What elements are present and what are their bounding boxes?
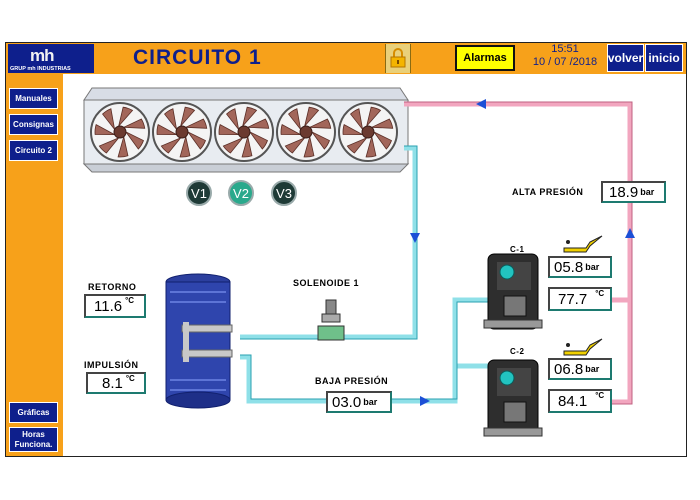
lock-icon — [390, 48, 406, 68]
valve-v1-button[interactable]: V1 — [186, 180, 212, 206]
screen-frame — [5, 42, 687, 457]
alarms-button[interactable]: Alarmas — [455, 45, 515, 71]
low-pressure-unit: bar — [363, 397, 378, 407]
c2-temp-number: 84.1 — [558, 392, 588, 410]
clock-date: 10 / 07 /2018 — [532, 56, 598, 68]
compressor-c1-label: C-1 — [510, 245, 525, 254]
low-pressure-label: BAJA PRESIÓN — [315, 376, 389, 386]
low-pressure-value: 03.0 bar — [326, 391, 392, 413]
sidebar-item-consignas[interactable]: Consignas — [9, 114, 58, 135]
arrow-icon — [625, 228, 635, 238]
high-pressure-number: 18.9 — [609, 183, 639, 201]
compressor-c2 — [483, 359, 543, 437]
supply-temp-number: 8.1 — [102, 374, 123, 392]
fan-row — [90, 102, 398, 162]
high-pressure-unit: bar — [640, 187, 655, 197]
clock-time: 15:51 — [551, 43, 579, 55]
c2-temp-unit: °C — [595, 391, 605, 400]
solenoid-valve — [317, 299, 345, 341]
return-temp-number: 11.6 — [94, 297, 123, 315]
valve-v2-button[interactable]: V2 — [228, 180, 254, 206]
sidebar-item-horas-funcionamiento[interactable]: Horas Funciona. — [9, 427, 58, 452]
datetime: 15:51 10 / 07 /2018 — [527, 43, 603, 69]
sidebar-item-circuito-2[interactable]: Circuito 2 — [9, 140, 58, 161]
supply-temp-label: IMPULSIÓN — [84, 360, 139, 370]
c1-oil-pressure-value: 05.8 bar — [548, 256, 612, 278]
top-bar — [6, 43, 686, 74]
c1-oil-pressure-number: 05.8 — [554, 258, 584, 276]
c2-oil-pressure-number: 06.8 — [554, 360, 584, 378]
home-button[interactable]: inicio — [645, 44, 683, 72]
fan-icon — [338, 102, 398, 162]
return-temp-unit: °C — [125, 296, 135, 305]
lock-button[interactable] — [385, 44, 411, 73]
c1-temp-number: 77.7 — [558, 290, 588, 308]
high-pressure-value: 18.9 bar — [601, 181, 666, 203]
page-title: CIRCUITO 1 — [133, 46, 262, 69]
arrow-icon — [410, 233, 420, 243]
compressor-c1 — [483, 253, 543, 330]
logo-mark: mh — [30, 46, 54, 65]
fan-icon — [152, 102, 212, 162]
compressor-c2-label: C-2 — [510, 347, 525, 356]
high-pressure-label: ALTA PRESIÓN — [512, 187, 584, 197]
arrow-icon — [420, 396, 430, 406]
arrow-icon — [476, 99, 486, 109]
low-pressure-number: 03.0 — [332, 393, 362, 411]
sidebar — [6, 74, 63, 456]
fan-icon — [276, 102, 336, 162]
c2-oil-pressure-value: 06.8 bar — [548, 358, 612, 380]
supply-temp-unit: °C — [125, 374, 135, 383]
high-pressure-pipe-edges — [404, 101, 633, 405]
return-temp-value: 11.6 °C — [84, 294, 146, 318]
fan-icon — [214, 102, 274, 162]
sidebar-item-graficas[interactable]: Gráficas — [9, 402, 58, 423]
company-logo: mh GRUP mh INDUSTRIAS — [8, 44, 94, 73]
c1-temp-value: 77.7 °C — [548, 287, 612, 311]
return-temp-label: RETORNO — [88, 282, 137, 292]
oil-can-icon — [563, 235, 603, 253]
high-pressure-pipes — [404, 101, 633, 405]
c2-oil-pressure-unit: bar — [585, 364, 600, 374]
fan-icon — [90, 102, 150, 162]
supply-temp-value: 8.1 °C — [86, 372, 146, 394]
logo-text: GRUP mh INDUSTRIAS — [10, 66, 71, 72]
c1-oil-pressure-unit: bar — [585, 262, 600, 272]
c2-temp-value: 84.1 °C — [548, 389, 612, 413]
back-button[interactable]: volver — [607, 44, 644, 72]
sidebar-item-manuales[interactable]: Manuales — [9, 88, 58, 109]
evaporator — [165, 273, 233, 409]
solenoid-label: SOLENOIDE 1 — [293, 278, 360, 288]
c1-temp-unit: °C — [595, 289, 605, 298]
oil-can-icon — [563, 338, 603, 356]
valve-v3-button[interactable]: V3 — [271, 180, 297, 206]
